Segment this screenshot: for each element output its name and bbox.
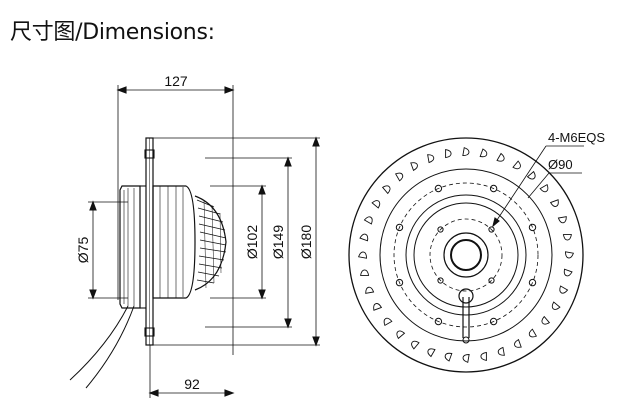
leader-line-mount xyxy=(492,145,547,227)
mount-hole xyxy=(437,277,444,284)
blade-mark xyxy=(528,328,538,338)
mount-hole xyxy=(488,277,495,284)
blade-mark xyxy=(410,162,418,172)
inner-holes xyxy=(395,184,537,326)
mount-hole xyxy=(395,223,404,232)
blade-mark xyxy=(512,160,521,170)
leader-line-pitch xyxy=(527,172,550,199)
impeller-inner-circle xyxy=(379,168,553,342)
bolt-pitch-circle xyxy=(429,218,503,292)
bracket-icon xyxy=(144,149,155,159)
dim-180-label: Ø180 xyxy=(298,225,314,259)
side-view: 127 92 Ø75 Ø102 Ø149 Ø180 xyxy=(69,73,320,398)
blade-mark xyxy=(396,330,406,340)
arrow-icon xyxy=(116,86,127,94)
blade-mark xyxy=(565,251,574,259)
blade-mark xyxy=(559,285,569,294)
blade-mark xyxy=(383,317,393,327)
motor-circle xyxy=(413,202,519,308)
drawing-title: 尺寸图/Dimensions: xyxy=(10,20,215,45)
blade-mark xyxy=(557,216,567,224)
cable-exit xyxy=(462,297,470,338)
mount-label: 4-M6EQS xyxy=(548,130,605,145)
blade-mark xyxy=(360,269,370,276)
arrow-icon xyxy=(258,184,266,195)
blade-mark xyxy=(539,183,549,193)
mount-hole xyxy=(488,226,495,233)
dim-102-label: Ø102 xyxy=(244,225,260,259)
blade-mark xyxy=(371,200,381,209)
blade-mark xyxy=(479,148,488,158)
arrow-icon xyxy=(258,289,266,300)
blade-mark xyxy=(445,149,452,159)
blade-mark xyxy=(462,147,470,156)
blade-mark xyxy=(358,251,367,259)
mount-hole xyxy=(489,184,498,193)
bolt-circle-label: Ø90 xyxy=(548,157,573,172)
hub-outer xyxy=(443,232,489,278)
mount-hole xyxy=(528,278,537,287)
blade-mark xyxy=(551,301,561,310)
blade-mark xyxy=(462,354,470,363)
dim-127-label: 127 xyxy=(164,73,188,89)
mount-hole xyxy=(489,317,498,326)
blade-marks xyxy=(358,147,574,363)
blade-mark xyxy=(562,234,572,241)
mount-hole xyxy=(434,317,443,326)
mount-hole xyxy=(434,184,443,193)
arrow-icon xyxy=(148,389,159,397)
arrow-icon xyxy=(284,318,292,329)
blade-mark xyxy=(496,152,505,162)
blade-mark xyxy=(563,268,573,277)
hub-inner xyxy=(450,239,482,271)
inlet-ring xyxy=(119,185,141,309)
mount-hole xyxy=(395,278,404,287)
blade-mark xyxy=(365,286,375,294)
arrow-icon xyxy=(89,289,97,300)
dim-75-label: Ø75 xyxy=(75,237,91,264)
mount-hole xyxy=(528,223,537,232)
blade-mark xyxy=(514,338,522,348)
blade-mark xyxy=(427,348,436,358)
blade-mark xyxy=(359,233,369,242)
blade-mark xyxy=(411,340,420,350)
motor-body xyxy=(152,185,196,299)
arrow-icon xyxy=(492,217,500,228)
bracket-icon xyxy=(144,327,155,337)
cable xyxy=(85,305,135,389)
rotor-circle xyxy=(405,194,527,316)
blade-mark xyxy=(444,352,453,362)
cable xyxy=(69,305,129,381)
dim-92-label: 92 xyxy=(184,376,200,392)
impeller-outer-circle xyxy=(348,137,584,373)
blade-mark xyxy=(373,303,383,311)
arrow-icon xyxy=(312,336,320,347)
blade-mark xyxy=(363,216,373,225)
arrow-icon xyxy=(89,200,97,211)
grommet xyxy=(458,288,474,304)
blade-mark xyxy=(549,199,559,207)
blade-mark xyxy=(394,172,404,182)
arrow-icon xyxy=(312,136,320,147)
blade-mark xyxy=(497,346,505,356)
blade-mark xyxy=(541,315,551,325)
blade-mark xyxy=(427,154,435,164)
blade-circle xyxy=(393,182,539,328)
mount-hole xyxy=(437,226,444,233)
arrow-icon xyxy=(224,389,235,397)
arrow-icon xyxy=(284,156,292,167)
motor-fins xyxy=(194,195,227,291)
dim-149-label: Ø149 xyxy=(270,225,286,259)
front-view: 4-M6EQS Ø90 xyxy=(348,130,605,373)
arrow-icon xyxy=(224,86,235,94)
blade-mark xyxy=(480,351,487,361)
blade-mark xyxy=(381,185,391,195)
blade-mark xyxy=(526,170,536,180)
